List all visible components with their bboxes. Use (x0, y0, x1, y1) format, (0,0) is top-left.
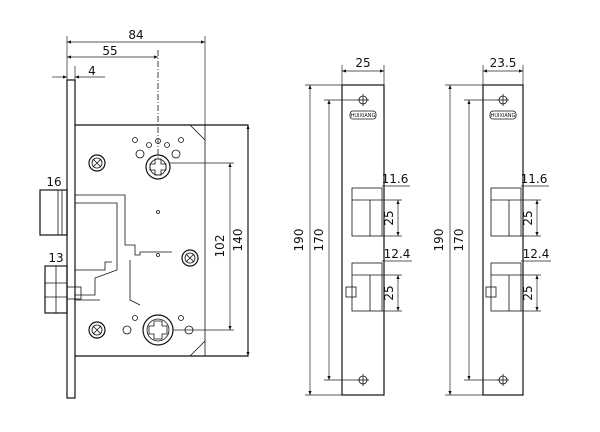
svg-text:140: 140 (231, 229, 245, 252)
svg-text:13: 13 (48, 251, 63, 265)
case-screw-middle (181, 249, 199, 267)
dim-plate-a-170: 170 (312, 99, 358, 381)
dim-plate-b-170: 170 (452, 99, 498, 381)
dim-16: 16 (40, 175, 66, 191)
strike-plate-a: HUIXIANG 25 190 170 (292, 56, 412, 396)
strike-plate-a-outline (341, 84, 385, 396)
lock-body-view: 84 55 4 16 13 102 (39, 28, 250, 399)
deadbolt-opening (351, 262, 383, 312)
svg-text:170: 170 (452, 229, 466, 252)
dim-plate-a-lower-25: 25 (382, 274, 402, 312)
svg-text:23.5: 23.5 (490, 56, 517, 70)
svg-text:12.4: 12.4 (523, 247, 550, 261)
svg-text:16: 16 (46, 175, 61, 189)
case-screw-bottom (88, 321, 106, 339)
dim-plate-b-lower-25: 25 (521, 274, 541, 312)
svg-text:HUIXIANG: HUIXIANG (351, 113, 376, 119)
svg-text:HUIXIANG: HUIXIANG (491, 113, 516, 119)
dim-140: 140 (231, 124, 250, 356)
svg-text:25: 25 (382, 210, 396, 225)
dim-4: 4 (52, 64, 105, 80)
svg-text:190: 190 (292, 229, 306, 252)
svg-text:25: 25 (521, 285, 535, 300)
dim-plate-a-190: 190 (292, 84, 342, 396)
latch-opening (490, 187, 522, 237)
dim-13: 13 (45, 251, 67, 267)
dim-plate-a-12-4: 12.4 (382, 247, 412, 262)
svg-text:4: 4 (88, 64, 96, 78)
svg-text:11.6: 11.6 (521, 172, 548, 186)
latch-bolt (39, 189, 68, 236)
faceplate (66, 79, 76, 399)
svg-text:25: 25 (382, 285, 396, 300)
svg-text:12.4: 12.4 (384, 247, 411, 261)
svg-text:25: 25 (521, 210, 535, 225)
case-screw-top (88, 154, 106, 172)
strike-plate-b-outline (482, 84, 524, 396)
dim-plate-b-190: 190 (432, 84, 483, 396)
dim-102: 102 (170, 162, 234, 331)
svg-text:25: 25 (355, 56, 370, 70)
dim-plate-b-width: 23.5 (482, 56, 524, 85)
dim-plate-a-width: 25 (341, 56, 385, 85)
svg-text:11.6: 11.6 (382, 172, 409, 186)
dim-plate-a-11-6: 11.6 (382, 172, 410, 187)
dim-plate-a-upper-25: 25 (382, 199, 402, 237)
svg-text:190: 190 (432, 229, 446, 252)
spindle-hub (132, 137, 184, 180)
svg-text:170: 170 (312, 229, 326, 252)
dim-plate-b-12-4: 12.4 (521, 247, 551, 262)
svg-text:102: 102 (213, 235, 227, 258)
svg-text:84: 84 (128, 28, 143, 42)
svg-text:55: 55 (102, 44, 117, 58)
strike-plate-b: HUIXIANG 23.5 190 170 (432, 56, 551, 396)
dim-plate-b-upper-25: 25 (521, 199, 541, 237)
internal-mechanism (75, 194, 172, 306)
latch-opening (351, 187, 383, 237)
dim-plate-b-11-6: 11.6 (521, 172, 549, 187)
dim-55: 55 (67, 44, 158, 59)
